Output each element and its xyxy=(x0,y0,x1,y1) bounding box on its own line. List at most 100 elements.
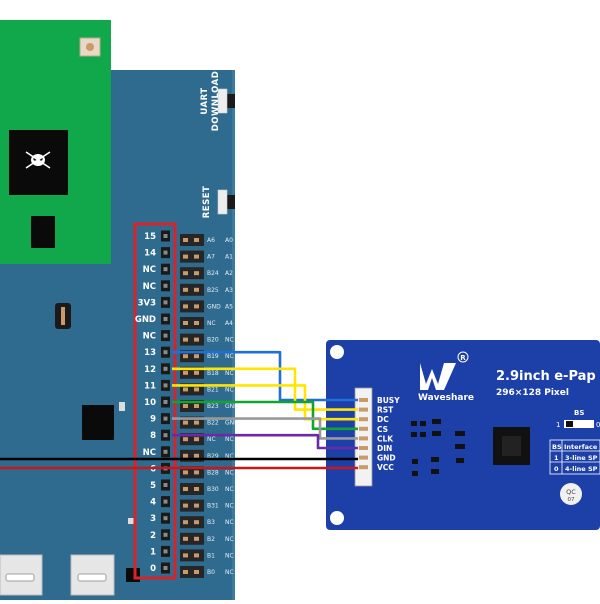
uart-download-button[interactable]: UARTDOWNLOAD xyxy=(200,71,235,132)
inner-pin-label: NC xyxy=(225,552,234,559)
connector-pin xyxy=(359,455,368,460)
inner-pin-label: B24 xyxy=(207,270,219,277)
table-cell: 3-line SP xyxy=(565,454,598,462)
bs-label: BS xyxy=(574,409,584,417)
qc-code: 07 xyxy=(568,497,575,503)
inner-pin-label: NC xyxy=(225,337,234,344)
header-pin-label: 10 xyxy=(144,398,156,408)
inner-pin-label: A4 xyxy=(225,320,233,327)
connector-pin xyxy=(359,398,368,402)
inner-pin-label: B2 xyxy=(207,536,215,543)
header-pin-label: 8 xyxy=(150,431,156,441)
bs-table: BS Interface 1 3-line SP 0 4-line SP xyxy=(549,439,600,475)
inner-pin-label: A6 xyxy=(207,237,215,244)
epaper-pin-label: DC xyxy=(377,415,389,424)
inner-pin-label: A7 xyxy=(207,254,215,261)
header-pin-label: NC xyxy=(143,282,156,292)
chip-logo-icon xyxy=(25,151,51,169)
inner-pin-label: NC xyxy=(225,469,234,476)
header-pin-label: 12 xyxy=(144,365,156,375)
header-pin-label: NC xyxy=(143,448,156,458)
header-pin-label: 5 xyxy=(150,481,156,491)
inner-pin-label: NC xyxy=(225,436,234,443)
inner-pin-label: GND xyxy=(225,403,239,410)
connector-pins xyxy=(359,398,368,470)
inner-pin-pair xyxy=(180,267,204,280)
inner-pin-label: NC xyxy=(225,536,234,543)
header-pin-label: 13 xyxy=(144,348,156,358)
bs-switch[interactable] xyxy=(564,420,594,428)
connector-pin xyxy=(359,436,368,441)
inner-pin-label: B28 xyxy=(207,469,219,476)
inner-pin-label: NC xyxy=(225,353,234,360)
header-pin-label: 4 xyxy=(150,498,156,508)
inner-pin-label: NC xyxy=(207,320,216,327)
wire-9-to-clk xyxy=(172,417,358,440)
inner-pin-pair xyxy=(180,333,204,346)
inner-pin-label: GND xyxy=(207,303,221,310)
inner-pin-label: A5 xyxy=(225,303,233,310)
wireless-module xyxy=(0,20,111,264)
inner-pin-label: NC xyxy=(225,370,234,377)
inner-pin-label: B23 xyxy=(207,403,219,410)
connector-pin xyxy=(359,407,368,412)
qc-label: QC xyxy=(566,488,576,496)
epaper-pin-label: RST xyxy=(377,406,394,415)
brand-text: Waveshare xyxy=(418,393,474,403)
inner-pin-label: B20 xyxy=(207,337,219,344)
inner-pin-label: NC xyxy=(225,386,234,393)
svg-text:R: R xyxy=(460,354,466,362)
usb-port-left xyxy=(0,554,43,596)
table-cell: 1 xyxy=(554,454,559,462)
header-pin-label: 9 xyxy=(150,415,156,425)
inner-pin-label: B18 xyxy=(207,370,219,377)
inner-pin-label: A0 xyxy=(225,237,233,244)
inner-pin-label: NC xyxy=(207,436,216,443)
inner-pin-label: B25 xyxy=(207,287,219,294)
header-pin-label: NC xyxy=(143,265,156,275)
wire-12-to-rst xyxy=(172,367,358,411)
inner-pin-label: GND xyxy=(225,420,239,427)
connector-pin xyxy=(359,426,368,431)
inner-pin-pair xyxy=(180,516,204,529)
crystal xyxy=(31,216,55,248)
inner-pin-label: NC xyxy=(225,503,234,510)
header-pin-label: 6 xyxy=(150,464,156,474)
wire-13-to-busy xyxy=(172,350,358,402)
table-cell: 0 xyxy=(554,465,559,473)
header-pin-label: 2 xyxy=(150,531,156,541)
wires xyxy=(0,350,358,470)
header-pin-label: 1 xyxy=(150,547,156,557)
inner-pin-pair xyxy=(180,250,204,263)
inner-pin-label: B1 xyxy=(207,552,215,559)
connector-pin xyxy=(359,417,368,422)
inner-pin-pair xyxy=(180,549,204,562)
inner-pin-label: B3 xyxy=(207,519,215,526)
epaper-pin-label: CLK xyxy=(377,434,394,443)
inner-pin-pair xyxy=(180,483,204,495)
header-pin-label: 3V3 xyxy=(138,298,156,308)
mount-hole xyxy=(330,345,344,359)
inner-pin-label: B30 xyxy=(207,486,219,493)
mount-hole xyxy=(330,511,344,525)
inner-pin-pair xyxy=(180,566,204,578)
table-header-interface: Interface xyxy=(564,443,598,451)
bs-mark-1: 1 xyxy=(556,421,560,429)
epaper-pin-label: CS xyxy=(377,425,388,434)
epaper-pin-label: BUSY xyxy=(377,396,400,405)
header-pin-label: NC xyxy=(143,332,156,342)
inner-pin-label: NC xyxy=(225,453,234,460)
inner-pin-label: B31 xyxy=(207,503,219,510)
inner-pin-pair xyxy=(180,532,204,545)
inner-pin-label: B22 xyxy=(207,420,219,427)
epaper-title: 2.9inch e-Pap xyxy=(496,369,596,384)
reset-button[interactable]: RESET xyxy=(202,186,235,219)
inner-pin-pair xyxy=(180,283,204,296)
inner-pin-label: NC xyxy=(225,519,234,526)
inner-pin-label: A2 xyxy=(225,270,233,277)
smd-components xyxy=(411,419,465,476)
